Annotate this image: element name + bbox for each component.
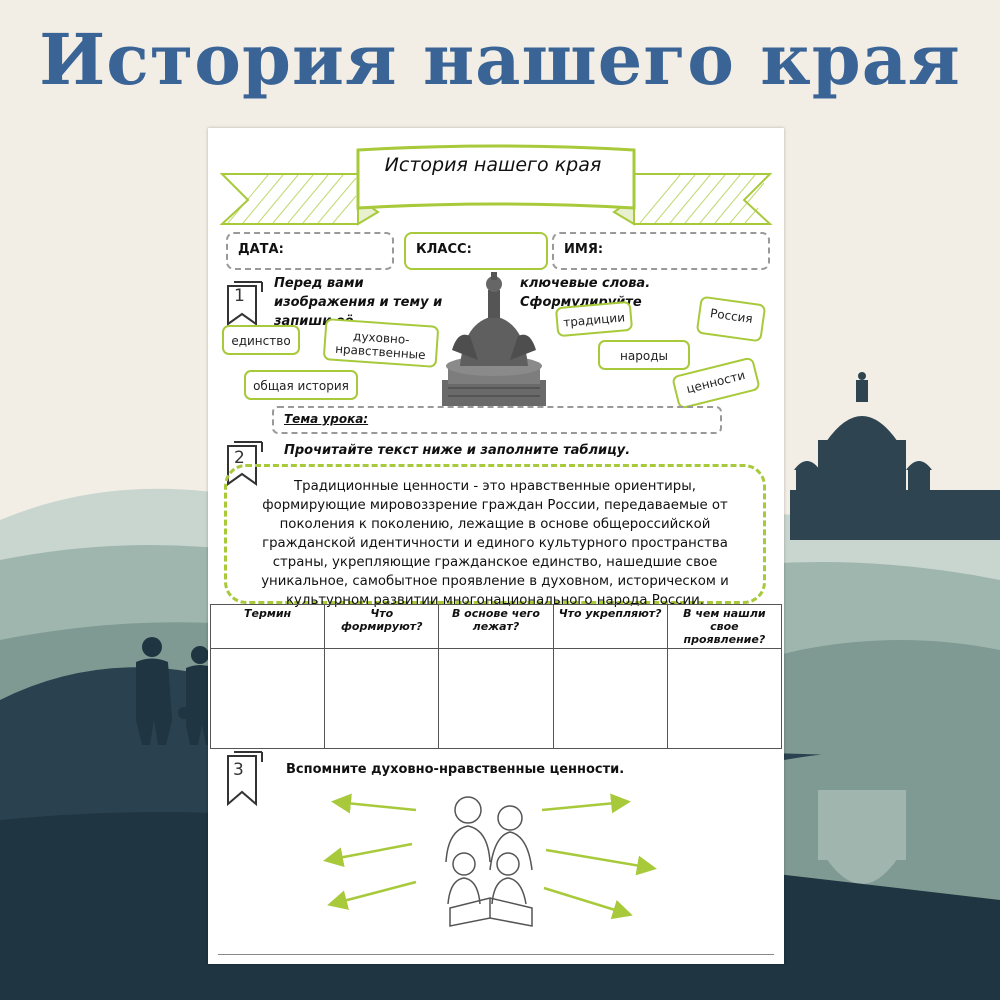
table-cell[interactable] [438,648,554,749]
task-3-number: 3 [233,760,244,780]
keyword-rossiya: Россия [695,295,767,343]
table-cell[interactable] [209,648,326,749]
keyword-narody: народы [598,340,690,370]
table-header-proyavlenie: В чем нашли свое проявление? [666,604,783,649]
definition-text-box: Традиционные ценности - это нравственные… [224,464,766,608]
table-header-chto-formiruyut: Что формируют? [324,604,440,649]
name-field[interactable]: ИМЯ: [552,232,770,270]
table-header-chto-ukreplyayut: Что укрепляют? [552,604,668,649]
family-reading-book-image [445,796,533,927]
answer-table: Термин Что формируют? В основе чего лежа… [209,604,783,749]
date-field[interactable]: ДАТА: [226,232,394,270]
worksheet-title: История нашего края [384,154,602,176]
task-1-bookmark-icon [227,281,263,326]
keyword-dukhovno-nravstvennye: духовно-нравственные [322,318,440,368]
lesson-topic-field[interactable]: Тема урока: [272,406,722,434]
table-header-v-osnove: В основе чего лежат? [438,604,554,649]
date-label: ДАТА: [238,242,284,257]
monument-image [442,272,546,406]
keyword-edinstvo: единство [222,325,300,355]
bottom-rule [218,954,774,955]
task-3-bookmark-icon [227,751,263,807]
class-field[interactable]: КЛАСС: [404,232,548,270]
cathedral-silhouette-icon [790,372,1000,540]
table-cell[interactable] [552,648,668,749]
values-arrows-diagram [323,793,657,920]
keyword-traditsii: традиции [554,300,634,338]
cathedral-reflection-icon [818,790,906,884]
table-header-termin: Термин [209,604,326,649]
page-title: История нашего края [39,18,961,101]
table-cell[interactable] [666,648,783,749]
worksheet: История нашего края ДАТА: КЛАСС: ИМЯ: 1 … [208,128,784,964]
task-2-number: 2 [234,448,245,468]
task-3-instruction: Вспомните духовно-нравственные ценности. [286,762,625,777]
class-label: КЛАСС: [416,242,472,257]
name-label: ИМЯ: [564,242,604,257]
keyword-obshchaya-istoriya: общая история [244,370,358,400]
title-banner [219,144,773,226]
table-cell[interactable] [324,648,440,749]
task-1-number: 1 [234,286,245,306]
task-2-instruction: Прочитайте текст ниже и заполните таблиц… [284,443,631,458]
lesson-topic-label: Тема урока: [284,412,369,426]
